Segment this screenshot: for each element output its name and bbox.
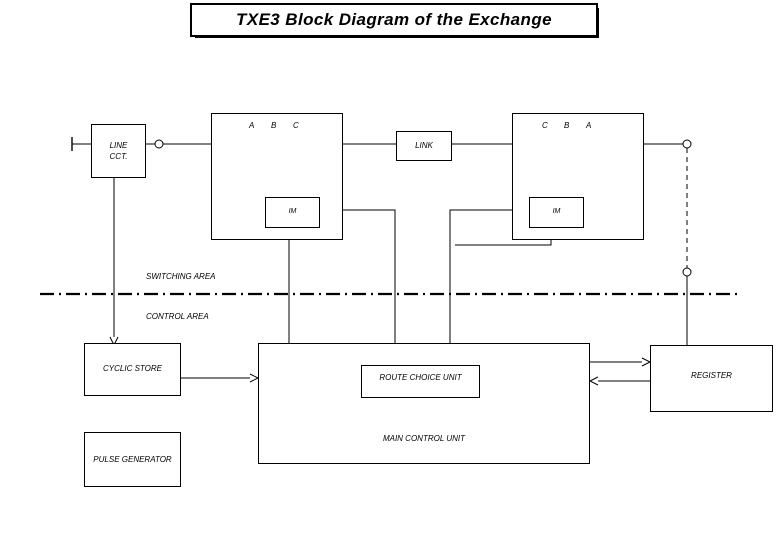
block-link[interactable]: LINK (396, 131, 452, 161)
crosspoint-label-c-right: C (542, 121, 548, 130)
link-label: LINK (415, 141, 433, 150)
register-label: REGISTER (691, 371, 732, 380)
crosspoint-label-c-left: C (293, 121, 299, 130)
line-cct-label-1: LINE (109, 141, 128, 150)
arrowhead-register-in (641, 357, 652, 367)
crosspoint-label-a-right: A (586, 121, 592, 130)
crosspoint-label-b-right: B (564, 121, 570, 130)
block-im-left[interactable]: IM (265, 197, 320, 228)
im-right-label: IM (552, 208, 561, 215)
wire-im-left-to-rcu (320, 209, 396, 357)
wire-rcu-to-im-right (449, 209, 529, 357)
control-area-label: CONTROL AREA (146, 312, 209, 321)
pulse-generator-label: PULSE GENERATOR (93, 455, 172, 464)
node-circle-right-top (682, 139, 692, 149)
diagram-title-box: TXE3 Block Diagram of the Exchange (190, 3, 598, 37)
block-im-right[interactable]: IM (529, 197, 584, 228)
arrowhead-mcu-left (249, 373, 260, 383)
crosspoint-label-b-left: B (271, 121, 277, 130)
wire-im-right-feed (455, 240, 552, 246)
main-control-unit-label: MAIN CONTROL UNIT (382, 434, 466, 443)
node-circle-right-bottom (682, 267, 692, 277)
block-pulse-generator[interactable]: PULSE GENERATOR (84, 432, 181, 487)
cyclic-store-label: CYCLIC STORE (103, 364, 162, 373)
im-left-label: IM (288, 208, 297, 215)
block-main-control-unit[interactable] (258, 343, 590, 464)
crosspoint-label-a-left: A (249, 121, 255, 130)
route-choice-unit-label: ROUTE CHOICE UNIT (379, 373, 462, 382)
line-cct-label-2: CCT. (109, 152, 128, 161)
block-register[interactable]: REGISTER (650, 345, 773, 412)
page-title: TXE3 Block Diagram of the Exchange (236, 10, 552, 29)
switching-area-label: SWITCHING AREA (146, 272, 216, 281)
block-line-cct[interactable]: LINE CCT. (91, 124, 146, 178)
arrowhead-mcu-in (588, 376, 599, 386)
node-circle-left (154, 139, 164, 149)
block-route-choice-unit[interactable]: ROUTE CHOICE UNIT (361, 365, 480, 398)
block-cyclic-store[interactable]: CYCLIC STORE (84, 343, 181, 396)
